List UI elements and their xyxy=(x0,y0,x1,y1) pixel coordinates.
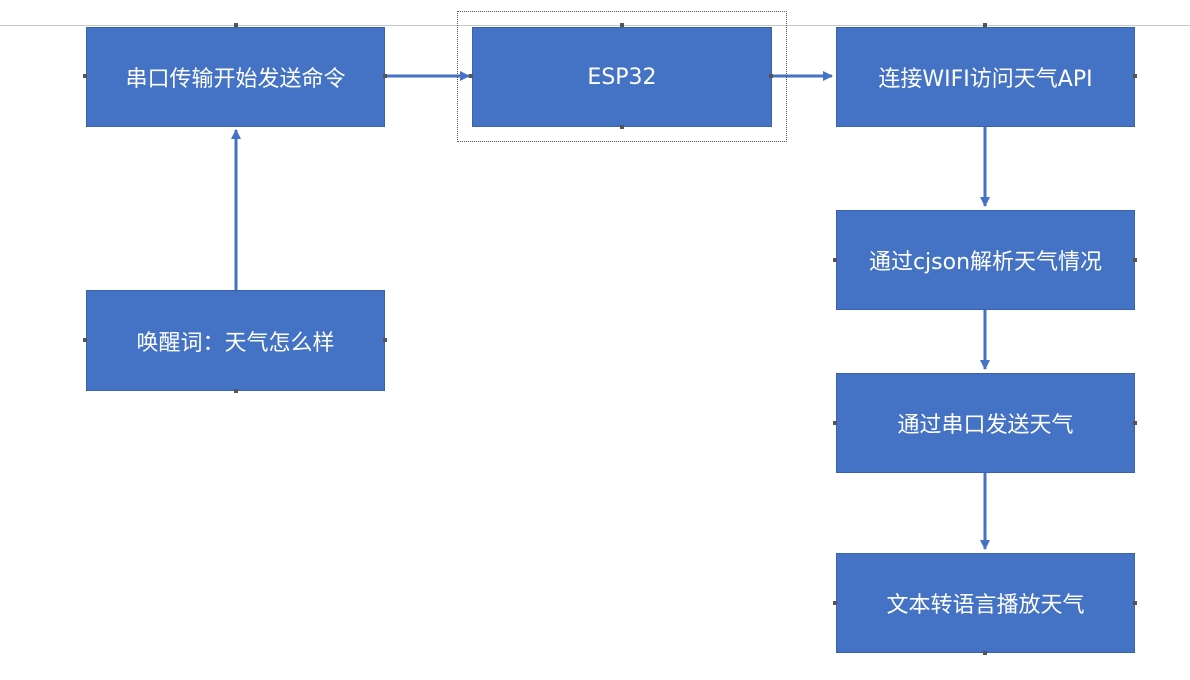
resize-handle[interactable] xyxy=(234,23,238,27)
resize-handle[interactable] xyxy=(234,389,238,393)
resize-handle[interactable] xyxy=(833,258,837,262)
esp32-selection-frame xyxy=(457,11,787,142)
node-connect-wifi[interactable]: 连接WIFI访问天气API xyxy=(836,27,1135,127)
resize-handle[interactable] xyxy=(833,601,837,605)
resize-handle[interactable] xyxy=(620,23,624,27)
resize-handle[interactable] xyxy=(983,651,987,655)
node-wake-word-label: 唤醒词：天气怎么样 xyxy=(136,330,335,356)
resize-handle[interactable] xyxy=(833,421,837,425)
resize-handle[interactable] xyxy=(83,338,87,342)
node-serial-weather-label: 通过串口发送天气 xyxy=(897,413,1074,438)
node-serial-weather[interactable]: 通过串口发送天气 xyxy=(836,373,1135,473)
page-top-rule xyxy=(0,25,1190,26)
resize-handle[interactable] xyxy=(983,23,987,27)
node-tts[interactable]: 文本转语言播放天气 xyxy=(836,553,1135,653)
node-tts-label: 文本转语言播放天气 xyxy=(886,593,1085,618)
resize-handle[interactable] xyxy=(83,74,87,78)
node-parse-cjson[interactable]: 通过cjson解析天气情况 xyxy=(836,210,1135,310)
resize-handle[interactable] xyxy=(383,74,387,78)
node-esp32-label: ESP32 xyxy=(587,64,657,90)
node-esp32[interactable]: ESP32 xyxy=(472,27,772,127)
resize-handle[interactable] xyxy=(1133,258,1137,262)
node-wake-word[interactable]: 唤醒词：天气怎么样 xyxy=(86,290,385,391)
node-serial-send[interactable]: 串口传输开始发送命令 xyxy=(86,27,385,127)
node-connect-wifi-label: 连接WIFI访问天气API xyxy=(878,67,1093,92)
resize-handle[interactable] xyxy=(1133,74,1137,78)
resize-handle[interactable] xyxy=(769,74,773,78)
resize-handle[interactable] xyxy=(620,125,624,129)
resize-handle[interactable] xyxy=(1133,601,1137,605)
node-parse-cjson-label: 通过cjson解析天气情况 xyxy=(868,250,1103,275)
resize-handle[interactable] xyxy=(383,338,387,342)
node-serial-send-label: 串口传输开始发送命令 xyxy=(125,67,346,92)
resize-handle[interactable] xyxy=(469,74,473,78)
resize-handle[interactable] xyxy=(1133,421,1137,425)
